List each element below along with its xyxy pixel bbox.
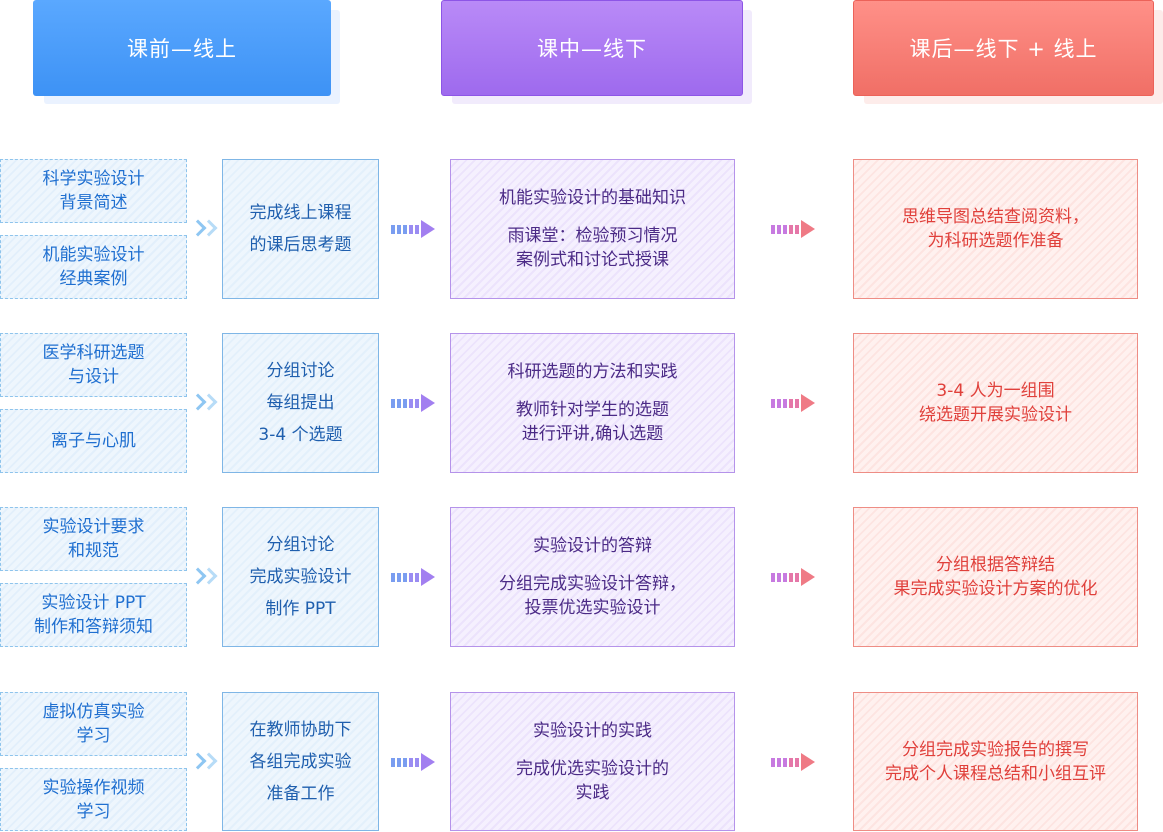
post-class-line: 思维导图总结查阅资料， [902, 207, 1089, 227]
post-class-box: 分组根据答辩结 果完成实验设计方案的优化 [853, 507, 1138, 647]
topic-box: 科学实验设计 背景简述 [0, 159, 187, 223]
topic-box: 离子与心肌 [0, 409, 187, 473]
header-pre-label: 课前—线上 [127, 37, 237, 61]
topic-line: 机能实验设计 [42, 245, 145, 265]
task-line: 每组提出 [266, 393, 335, 413]
task-line: 分组讨论 [266, 361, 335, 381]
header-post-class: 课后—线下 + 线上 [853, 0, 1154, 96]
in-class-line: 完成优选实验设计的 [516, 758, 669, 779]
header-mid-label: 课中—线下 [537, 37, 647, 61]
task-line: 3-4 个选题 [258, 425, 343, 445]
topic-box: 实验设计要求 和规范 [0, 507, 187, 571]
double-chevron-icon [189, 752, 218, 770]
post-class-box: 思维导图总结查阅资料， 为科研选题作准备 [853, 159, 1138, 299]
post-class-line: 分组根据答辩结 [936, 555, 1055, 575]
flow-arrow-icon [391, 394, 435, 412]
topic-line: 离子与心肌 [51, 431, 136, 451]
post-class-line: 分组完成实验报告的撰写 [902, 739, 1089, 760]
in-class-line: 实践 [575, 782, 610, 803]
post-class-box: 3-4 人为一组围 绕选题开展实验设计 [853, 333, 1138, 473]
double-chevron-icon [189, 567, 218, 585]
flow-arrow-icon [391, 568, 435, 586]
task-line: 分组讨论 [266, 535, 335, 555]
flow-arrow-icon [771, 568, 815, 586]
task-line: 在教师协助下 [249, 719, 352, 740]
header-pre-class: 课前—线上 [33, 0, 331, 96]
header-post-label: 课后—线下 + 线上 [909, 37, 1098, 61]
task-line: 完成实验设计 [249, 567, 352, 587]
task-line: 制作 PPT [265, 599, 336, 619]
topic-box: 医学科研选题 与设计 [0, 333, 187, 397]
task-line: 各组完成实验 [249, 751, 352, 772]
post-class-line: 完成个人课程总结和小组互评 [885, 763, 1106, 784]
topic-box: 实验设计 PPT 制作和答辩须知 [0, 583, 187, 647]
flow-arrow-icon [391, 220, 435, 238]
in-class-line: 分组完成实验设计答辩， [499, 574, 686, 594]
flow-arrow-icon [771, 753, 815, 771]
in-class-line: 进行评讲,确认选题 [521, 424, 664, 444]
topic-line: 实验设计要求 [42, 517, 145, 537]
double-chevron-icon [189, 393, 218, 411]
in-class-title: 科研选题的方法和实践 [507, 362, 678, 382]
post-class-line: 为科研选题作准备 [927, 231, 1064, 251]
post-class-line: 3-4 人为一组围 [936, 381, 1055, 401]
in-class-line: 雨课堂：检验预习情况 [507, 226, 678, 246]
in-class-line: 投票优选实验设计 [524, 598, 661, 618]
post-class-line: 绕选题开展实验设计 [919, 405, 1072, 425]
flow-arrow-icon [771, 394, 815, 412]
topic-line: 与设计 [68, 367, 119, 387]
in-class-title: 机能实验设计的基础知识 [499, 188, 686, 208]
topic-line: 实验操作视频 [42, 777, 145, 798]
in-class-box: 科研选题的方法和实践 教师针对学生的选题 进行评讲,确认选题 [450, 333, 735, 473]
in-class-box: 机能实验设计的基础知识 雨课堂：检验预习情况 案例式和讨论式授课 [450, 159, 735, 299]
topic-box: 实验操作视频 学习 [0, 768, 187, 831]
in-class-line: 案例式和讨论式授课 [516, 250, 669, 270]
topic-box: 虚拟仿真实验 学习 [0, 692, 187, 756]
flow-arrow-icon [771, 220, 815, 238]
task-line: 完成线上课程 [249, 203, 352, 223]
topic-line: 医学科研选题 [42, 343, 145, 363]
topic-line: 和规范 [68, 541, 119, 561]
topic-box: 机能实验设计 经典案例 [0, 235, 187, 299]
header-in-class: 课中—线下 [441, 0, 743, 96]
task-line: 准备工作 [266, 783, 335, 804]
post-class-line: 果完成实验设计方案的优化 [893, 579, 1098, 599]
topic-line: 实验设计 PPT [41, 593, 146, 613]
topic-line: 制作和答辩须知 [34, 617, 153, 637]
task-line: 的课后思考题 [249, 235, 352, 255]
in-class-line: 教师针对学生的选题 [516, 400, 669, 420]
topic-line: 科学实验设计 [42, 169, 145, 189]
topic-line: 虚拟仿真实验 [42, 702, 145, 722]
task-box: 分组讨论 每组提出 3-4 个选题 [222, 333, 379, 473]
post-class-box: 分组完成实验报告的撰写 完成个人课程总结和小组互评 [853, 692, 1138, 831]
task-box: 分组讨论 完成实验设计 制作 PPT [222, 507, 379, 647]
flow-arrow-icon [391, 753, 435, 771]
in-class-title: 实验设计的实践 [533, 720, 652, 741]
topic-line: 经典案例 [59, 269, 128, 289]
topic-line: 学习 [76, 801, 111, 822]
in-class-box: 实验设计的答辩 分组完成实验设计答辩， 投票优选实验设计 [450, 507, 735, 647]
double-chevron-icon [189, 219, 218, 237]
in-class-box: 实验设计的实践 完成优选实验设计的 实践 [450, 692, 735, 831]
in-class-title: 实验设计的答辩 [533, 536, 652, 556]
topic-line: 学习 [76, 726, 111, 746]
task-box: 完成线上课程 的课后思考题 [222, 159, 379, 299]
topic-line: 背景简述 [59, 193, 128, 213]
task-box: 在教师协助下 各组完成实验 准备工作 [222, 692, 379, 831]
